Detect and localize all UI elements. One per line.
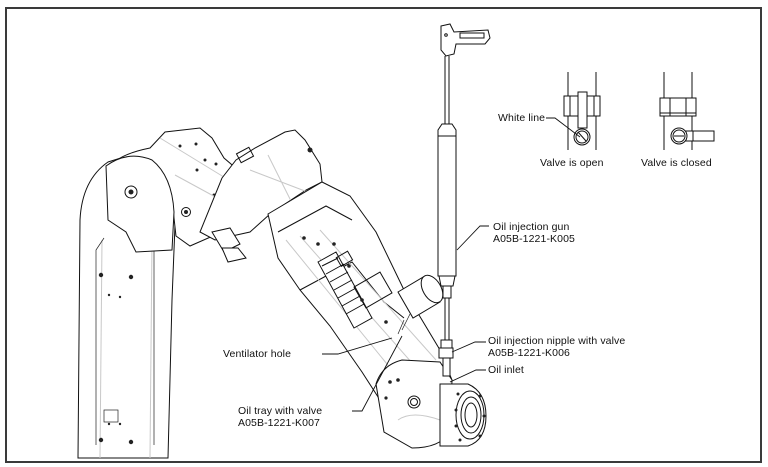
- oil-injection-nipple-name: Oil injection nipple with valve: [488, 335, 626, 347]
- wrist-unit: [375, 359, 487, 449]
- gun-leader: [456, 225, 489, 251]
- forearm: [267, 181, 453, 401]
- valve-closed-caption: Valve is closed: [641, 157, 712, 169]
- white-line-leader: [546, 117, 581, 138]
- oil-injection-gun-label: Oil injection gun A05B-1221-K005: [493, 221, 575, 245]
- oil-tray-label: Oil tray with valve A05B-1221-K007: [238, 405, 322, 429]
- oil-injection-nipple-label: Oil injection nipple with valve A05B-122…: [488, 335, 625, 359]
- valve-closed-diagram: [659, 72, 715, 150]
- ventilator-hole-label: Ventilator hole: [223, 348, 292, 360]
- oil-injection-gun-name: Oil injection gun: [493, 221, 570, 233]
- oil-tray: [397, 274, 444, 335]
- upper-arm: [199, 129, 323, 263]
- oil-tray-part-no: A05B-1221-K007: [238, 417, 320, 429]
- inlet-leader: [449, 369, 486, 383]
- oil-tray-name: Oil tray with valve: [238, 405, 323, 417]
- oil-injection-gun-part-no: A05B-1221-K005: [493, 233, 575, 245]
- nipple-leader: [451, 341, 486, 353]
- oil-tray-leader: [352, 335, 403, 412]
- oil-injection-gun: [437, 23, 491, 377]
- white-line-label: White line: [498, 112, 546, 124]
- ventilator-leader: [322, 337, 393, 355]
- figure-frame: [5, 7, 762, 463]
- valve-open-diagram: [563, 72, 601, 150]
- oil-injection-nipple-part-no: A05B-1221-K006: [488, 347, 570, 359]
- valve-open-caption: Valve is open: [540, 157, 604, 169]
- oil-inlet-label: Oil inlet: [488, 364, 524, 376]
